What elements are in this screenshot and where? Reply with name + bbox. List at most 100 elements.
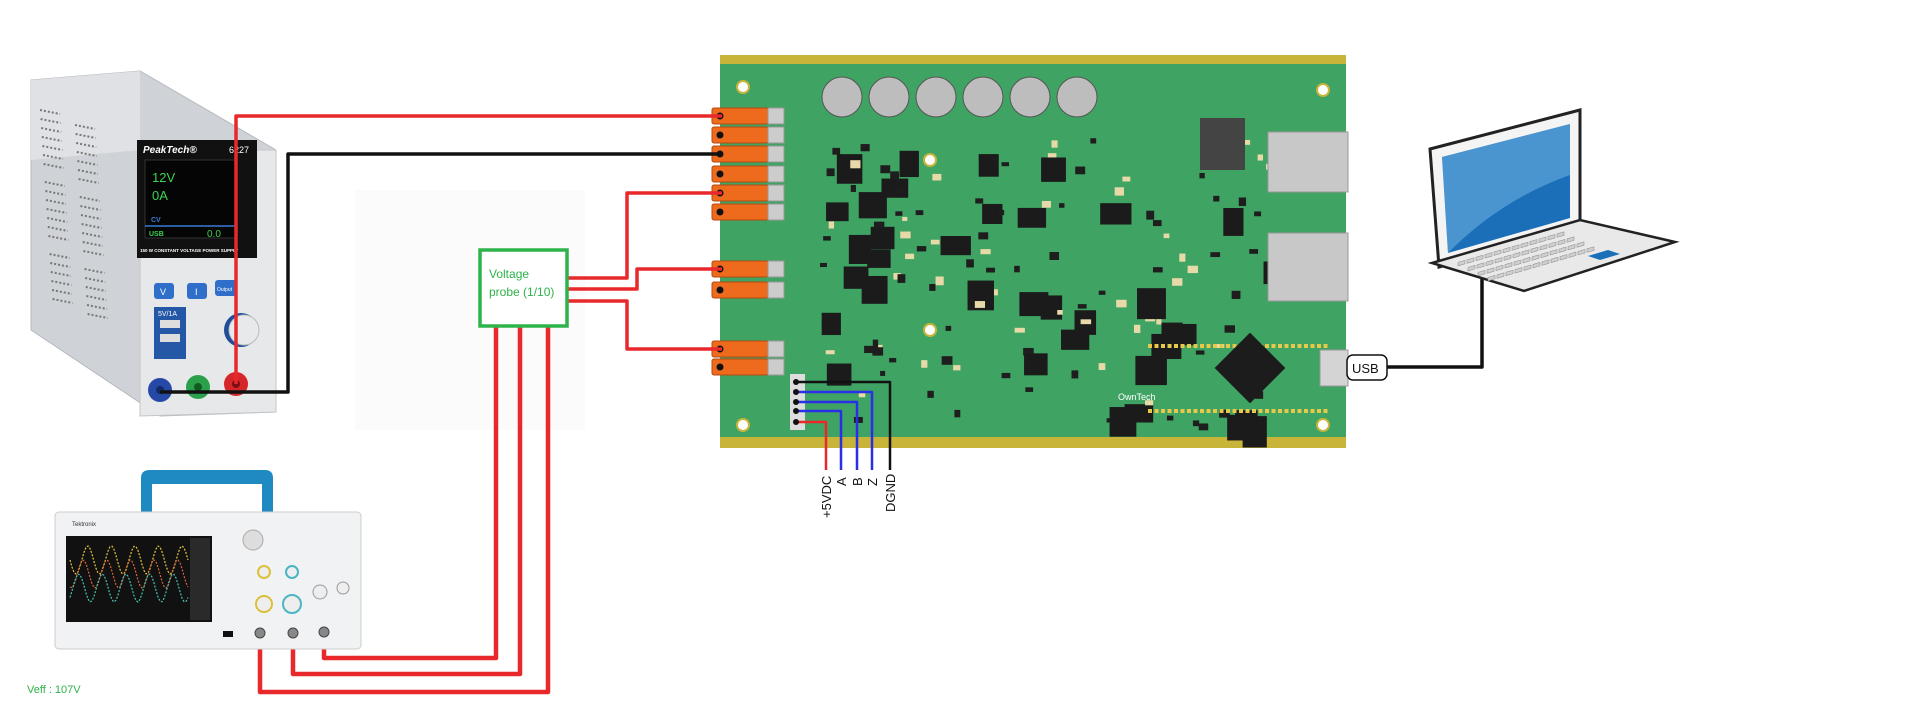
ic-chip	[1227, 414, 1252, 441]
scope-ext-input[interactable]	[318, 626, 330, 638]
terminal-blocks	[711, 107, 785, 376]
psu-output-button[interactable]	[215, 280, 237, 296]
label-z: Z	[865, 478, 880, 486]
smd-part	[1210, 252, 1221, 258]
header-pin	[1161, 344, 1165, 348]
laptop-key	[1496, 272, 1505, 279]
scope-ch1-position-knob[interactable]	[257, 565, 271, 579]
scope-usb-port[interactable]	[223, 631, 233, 637]
header-pin	[1167, 344, 1172, 348]
smd-part	[1145, 400, 1154, 406]
usb-port-1[interactable]	[160, 320, 180, 328]
laptop-key	[1557, 239, 1566, 246]
smd-part	[872, 339, 879, 349]
header-pin	[1219, 409, 1224, 413]
mounting-hole	[923, 153, 937, 167]
vent-slot	[76, 151, 97, 157]
smd-part	[991, 156, 998, 161]
mounting-hole	[736, 80, 750, 94]
terminal-lever	[767, 165, 785, 183]
scope-horizontal-knob[interactable]	[312, 584, 328, 600]
header-pin	[1187, 344, 1191, 348]
encoder-pin	[793, 408, 799, 414]
scope-trigger-knob[interactable]	[336, 581, 350, 595]
laptop-key	[1531, 254, 1540, 261]
scope-ch2-position-knob[interactable]	[285, 565, 299, 579]
smd-part	[1146, 210, 1155, 220]
vent-slot	[81, 223, 102, 229]
psu-adjust-knob[interactable]	[228, 314, 260, 346]
laptop-touchpad[interactable]	[1588, 250, 1620, 260]
scope-ch1-scale-knob[interactable]	[255, 595, 273, 613]
vent-slot	[80, 214, 102, 220]
scope-multipurpose-knob[interactable]	[242, 529, 264, 551]
vent-slot	[87, 313, 108, 319]
laptop-key	[1538, 236, 1547, 243]
ethernet-port-2[interactable]	[1267, 232, 1349, 302]
smd-part	[823, 236, 831, 241]
smd-part	[932, 173, 942, 181]
psu-current-button-label: I	[195, 287, 198, 297]
smd-part	[1152, 267, 1163, 273]
ic-chip	[821, 312, 841, 336]
smd-part	[1023, 347, 1034, 356]
encoder-pin	[793, 419, 799, 425]
header-pin	[1193, 409, 1198, 413]
vent-slot	[74, 124, 96, 130]
psu-usb-port-label: 5V/1A	[158, 311, 177, 318]
psu-mode: CV	[151, 217, 161, 224]
scope-ch2-scale-knob[interactable]	[282, 594, 302, 614]
wire-scope-ch1	[257, 326, 551, 695]
board-usb-port[interactable]	[1319, 349, 1349, 387]
header-pin	[1278, 344, 1282, 348]
header-pin	[1323, 344, 1328, 348]
psu-voltage-button[interactable]	[154, 283, 174, 299]
smd-part	[1075, 166, 1086, 175]
smd-part	[873, 221, 885, 229]
mounting-hole	[736, 418, 750, 432]
capacitor	[1009, 76, 1051, 118]
vent-slot	[47, 217, 68, 223]
laptop-key	[1503, 254, 1512, 261]
header-pin	[1232, 344, 1237, 348]
laptop-key	[1523, 264, 1532, 271]
smd-part	[1047, 153, 1057, 160]
scope-handle[interactable]	[141, 470, 273, 520]
terminal-lever	[767, 184, 785, 202]
laptop-keyboard[interactable]	[1457, 231, 1595, 282]
smd-part	[1114, 187, 1124, 196]
scope-ch1-input[interactable]	[254, 627, 266, 639]
psu-current-readout: 0A	[152, 188, 168, 203]
header-pin	[1284, 344, 1289, 348]
voltage-probe-label-1: Voltage	[489, 267, 529, 281]
ic-chip	[867, 249, 891, 268]
laptop-key	[1485, 259, 1494, 267]
scope-measurement: Veff : 107V	[27, 684, 81, 696]
vent-slot	[44, 181, 65, 187]
ethernet-port-1[interactable]	[1267, 131, 1349, 193]
smd-part	[872, 347, 884, 356]
scope-ch2-input[interactable]	[287, 627, 299, 639]
smd-part	[1014, 327, 1025, 333]
ic-chip	[982, 203, 1003, 225]
label-a: A	[834, 477, 849, 486]
laptop-key	[1521, 249, 1530, 256]
smd-part	[978, 232, 989, 240]
vent-slot	[50, 262, 71, 268]
voltage-probe-label-2: probe (1/10)	[489, 285, 554, 299]
laptop-key	[1466, 257, 1475, 264]
psu-current-button[interactable]	[187, 283, 207, 299]
smd-part	[1198, 423, 1209, 431]
smd-part	[826, 168, 835, 177]
vent-slot	[82, 232, 103, 238]
smd-part	[1059, 203, 1065, 208]
smd-part	[966, 259, 974, 268]
usb-port-2[interactable]	[160, 334, 180, 342]
smd-part	[1041, 200, 1051, 208]
smd-part	[1071, 370, 1079, 379]
smd-part	[900, 231, 911, 239]
smd-part	[916, 246, 927, 252]
wire-usb	[1387, 279, 1484, 369]
ic-chip	[858, 192, 887, 219]
oscilloscope: Tektronix Veff : 107V	[27, 470, 362, 696]
